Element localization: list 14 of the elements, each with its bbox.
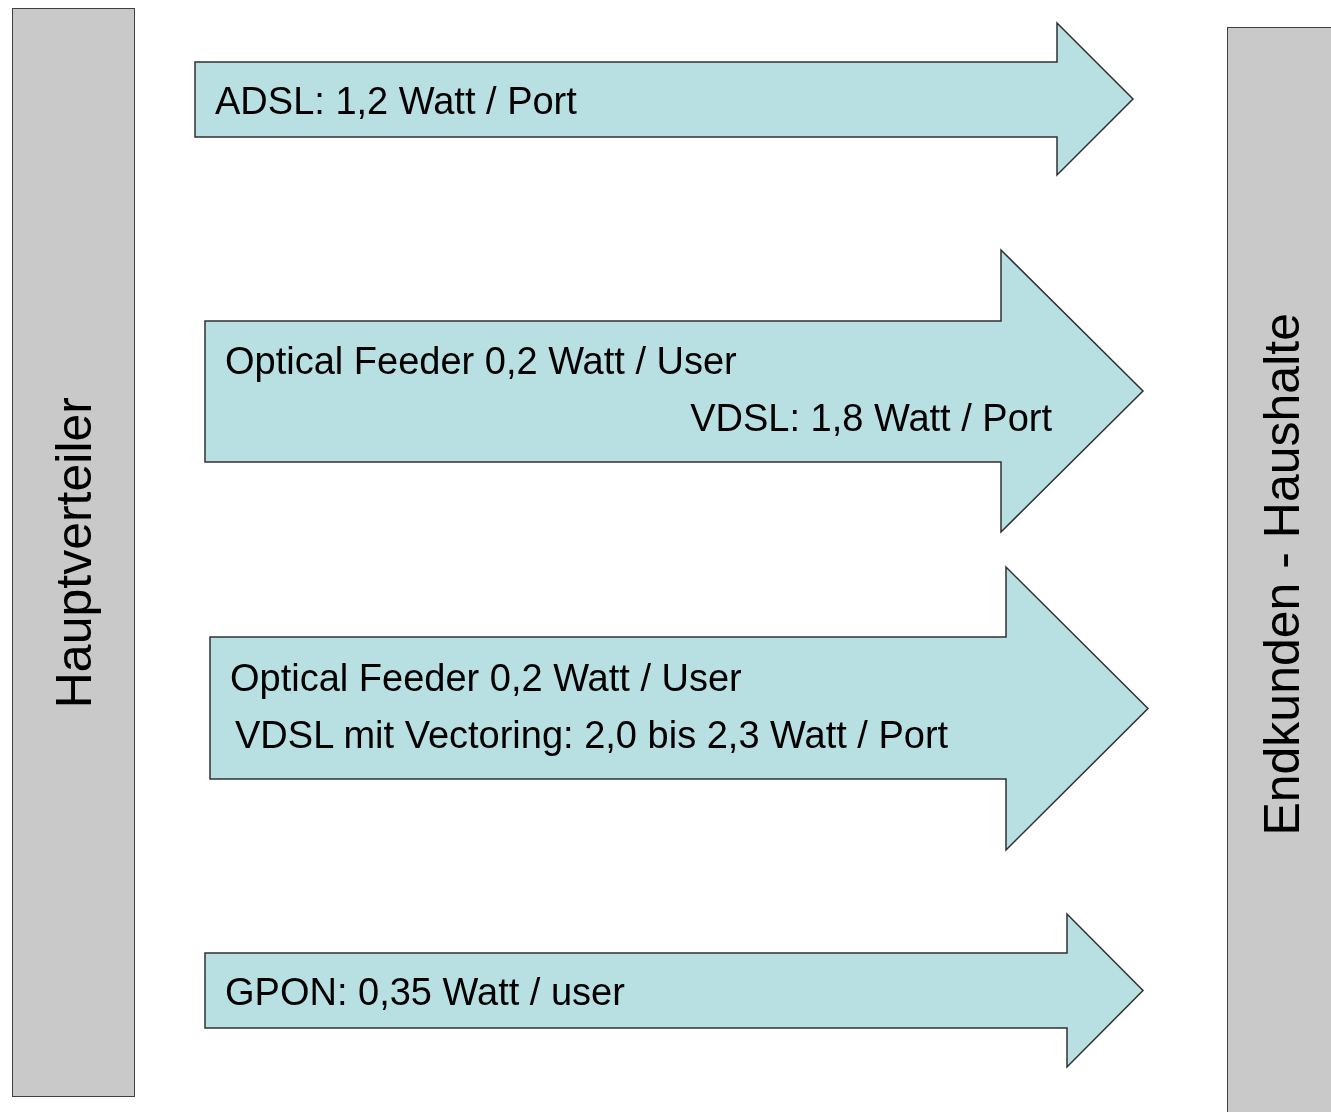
- arrow-label: VDSL mit Vectoring: 2,0 bis 2,3 Watt / Port: [235, 716, 949, 754]
- vertical-bar: [12, 8, 135, 1097]
- block-arrow: [205, 914, 1143, 1067]
- arrow-label: Optical Feeder 0,2 Watt / User: [225, 342, 737, 380]
- block-arrow: [205, 250, 1143, 532]
- arrow-label: Optical Feeder 0,2 Watt / User: [230, 659, 742, 697]
- block-arrow: [195, 23, 1133, 175]
- bar-label: Hauptverteiler: [44, 396, 103, 709]
- arrow-label: GPON: 0,35 Watt / user: [225, 973, 625, 1011]
- bar-label: Endkunden - Haushalte: [1253, 313, 1311, 836]
- vertical-bar: [1227, 27, 1331, 1112]
- block-arrow: [210, 567, 1148, 850]
- arrow-label: VDSL: 1,8 Watt / Port: [690, 399, 1052, 437]
- arrow-label: ADSL: 1,2 Watt / Port: [215, 82, 577, 120]
